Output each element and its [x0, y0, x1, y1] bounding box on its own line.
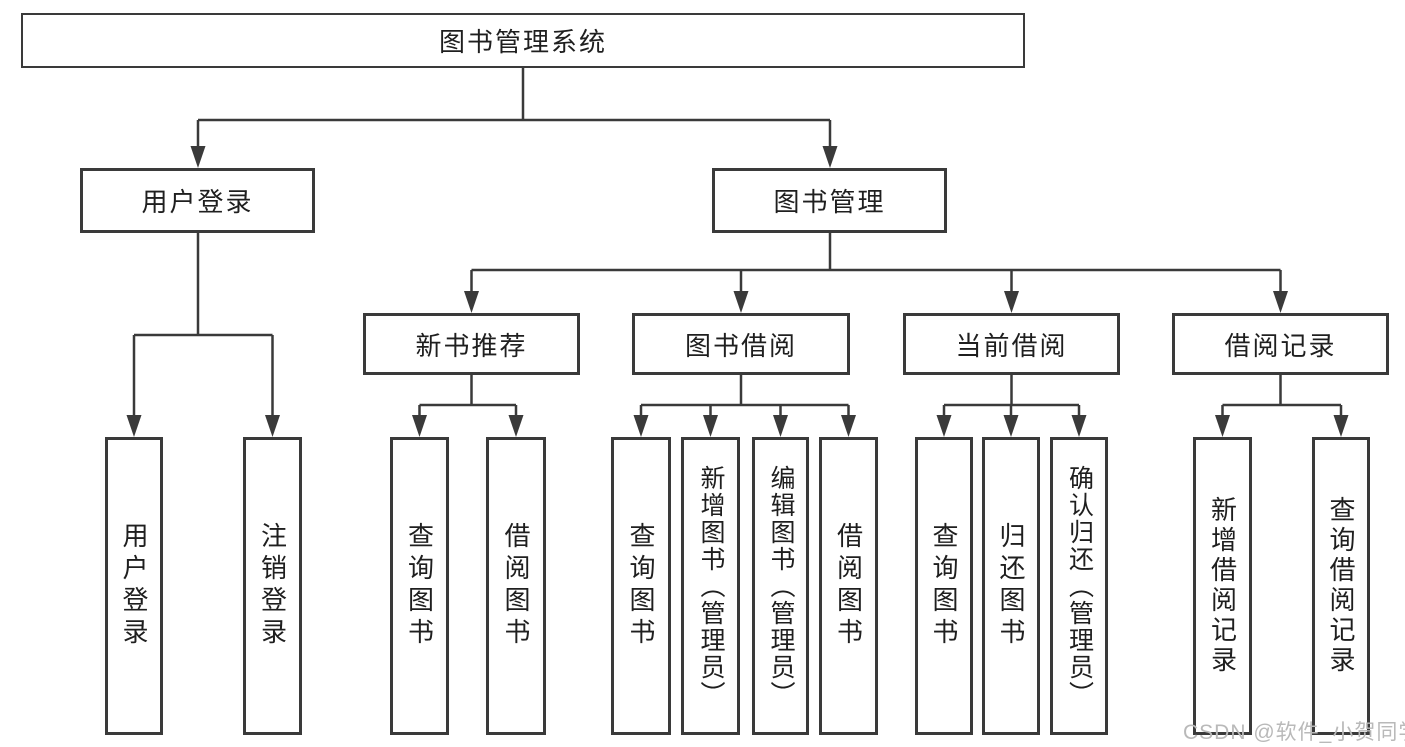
node-borrow-records-label: 借阅记录: [1224, 330, 1337, 361]
leaf-borrow-books-1: 借阅图书: [486, 437, 546, 735]
leaf-add-book-admin: 新增图书（管理员）: [681, 437, 740, 735]
leaf-return-books-label: 归还图书: [996, 522, 1026, 650]
leaf-edit-book-admin: 编辑图书（管理员）: [752, 437, 809, 735]
node-borrow-records: 借阅记录: [1172, 313, 1389, 375]
leaf-add-borrow-record: 新增借阅记录: [1193, 437, 1252, 735]
node-library-management-system: 图书管理系统: [21, 13, 1025, 68]
leaf-borrow-books-1-label: 借阅图书: [501, 522, 531, 650]
connector-arrowheads: [126, 146, 1349, 437]
node-current-borrow: 当前借阅: [903, 313, 1120, 375]
leaf-confirm-return-admin-label: 确认归还（管理员）: [1065, 464, 1094, 708]
leaf-user-login-label: 用户登录: [119, 522, 149, 650]
node-current-borrow-label: 当前借阅: [955, 330, 1068, 361]
leaf-query-books-3: 查询图书: [915, 437, 973, 735]
leaf-query-books-3-label: 查询图书: [929, 522, 959, 650]
leaf-user-login: 用户登录: [105, 437, 163, 735]
leaf-add-book-admin-label: 新增图书（管理员）: [697, 464, 725, 708]
node-book-borrow-label: 图书借阅: [684, 330, 797, 361]
leaf-query-books-2-label: 查询图书: [626, 522, 656, 650]
node-book-borrow: 图书借阅: [632, 313, 850, 375]
leaf-query-borrow-record: 查询借阅记录: [1312, 437, 1370, 735]
leaf-add-borrow-record-label: 新增借阅记录: [1207, 496, 1238, 676]
leaf-edit-book-admin-label: 编辑图书（管理员）: [767, 464, 795, 708]
node-user-login: 用户登录: [80, 168, 315, 233]
leaf-return-books: 归还图书: [982, 437, 1040, 735]
node-library-management-system-label: 图书管理系统: [438, 27, 607, 57]
node-new-book-recommend-label: 新书推荐: [415, 330, 528, 361]
node-user-login-label: 用户登录: [141, 187, 254, 217]
node-new-book-recommend: 新书推荐: [363, 313, 580, 375]
leaf-borrow-books-2: 借阅图书: [819, 437, 878, 735]
leaf-confirm-return-admin: 确认归还（管理员）: [1050, 437, 1108, 735]
leaf-logout-label: 注销登录: [257, 522, 288, 650]
leaf-query-borrow-record-label: 查询借阅记录: [1326, 496, 1356, 676]
node-book-management: 图书管理: [712, 168, 947, 233]
connector-paths: [132, 68, 1343, 419]
node-book-management-label: 图书管理: [773, 187, 886, 217]
leaf-query-books-2: 查询图书: [611, 437, 671, 735]
leaf-logout: 注销登录: [243, 437, 302, 735]
csdn-watermark: CSDN @软件_小贺同学: [1183, 721, 1405, 744]
leaf-borrow-books-2-label: 借阅图书: [833, 522, 864, 650]
leaf-query-books-1-label: 查询图书: [404, 522, 435, 650]
leaf-query-books-1: 查询图书: [390, 437, 449, 735]
